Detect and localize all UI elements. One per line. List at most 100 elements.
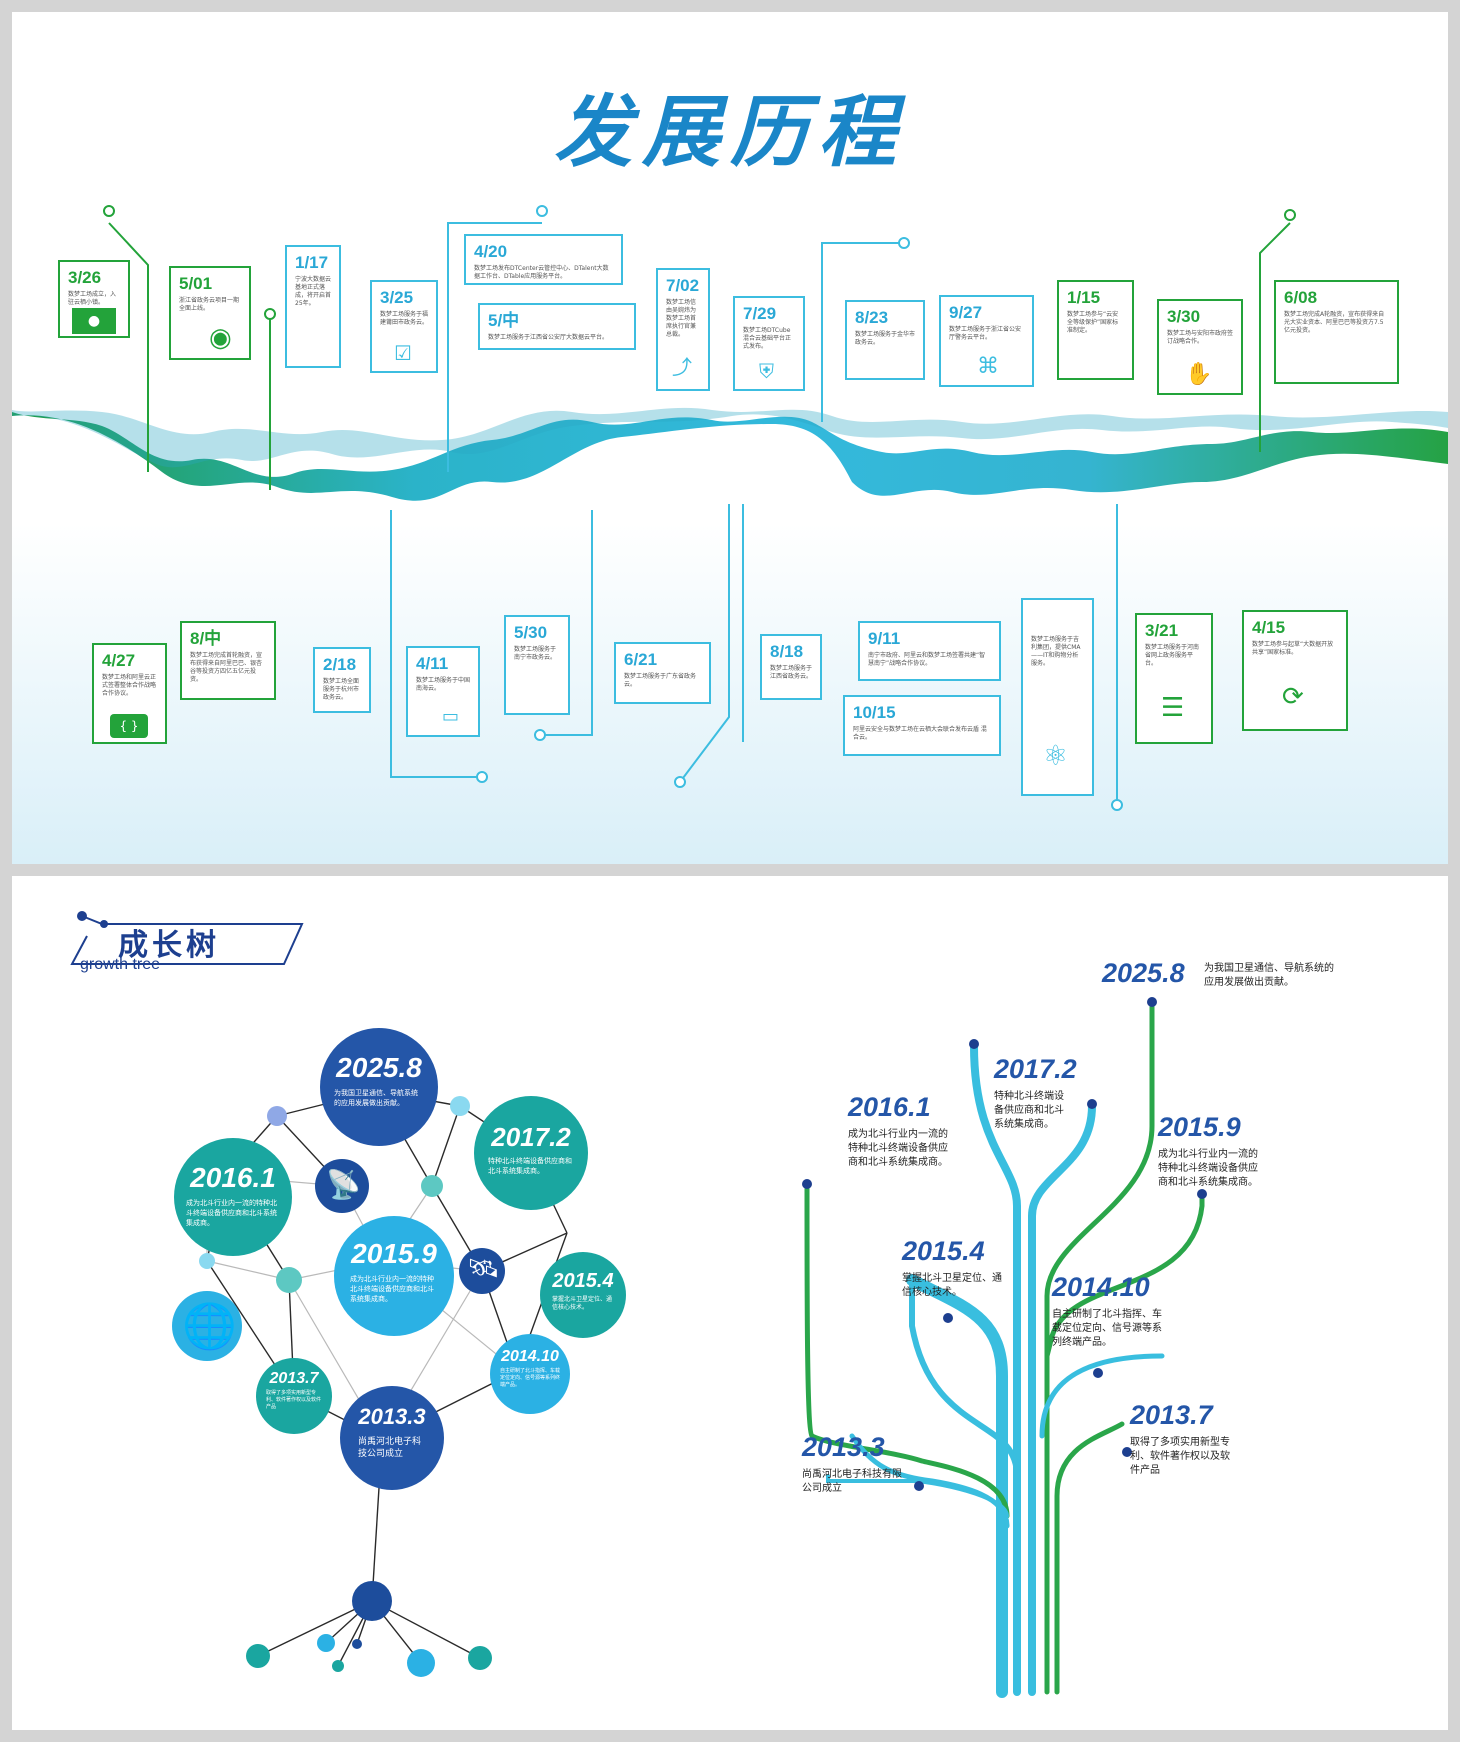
milestone-date: 10/15: [853, 703, 896, 722]
milestone-text: 宁波大数据云基地正式落成，将开启首25年。: [295, 276, 332, 307]
milestone-text: 数梦工场完成首轮融资，宣布获得来自阿里巴巴、银杏谷等投资方四亿五亿元投资。: [190, 652, 263, 683]
milestone-text: 数梦工场和阿里云正式签署整体合作战略合作协议。: [102, 674, 157, 697]
tree-text-2015-9: 成为北斗行业内一流的特种北斗终端设备供应商和北斗系统集成商。: [1158, 1149, 1258, 1188]
node-2017-2: 2017.2 特种北斗终端设备供应商和北斗系统集成商。: [474, 1096, 588, 1210]
milestone-date: 3/25: [380, 288, 414, 307]
node-2015-4: 2015.4 掌握北斗卫星定位、通信核心技术。: [540, 1252, 626, 1338]
milestone-card: 10/15 阿里云安全与数梦工场在云栖大会联合发布云盾 混合云。: [843, 695, 1001, 756]
node-2013-7: 2013.7 取得了多项实用新型专利、软件著作权以及软件产品: [256, 1358, 332, 1434]
milestone-text: 数梦工场服务于吉利集团，提供CMA——IT和购物分析服务。: [1031, 636, 1081, 667]
tree-year-2014-10: 2014.10: [1052, 1272, 1150, 1302]
tree-year-2017-2: 2017.2: [994, 1054, 1077, 1084]
tree-text-2016-1: 成为北斗行业内一流的特种北斗终端设备供应商和北斗系统集成商。: [848, 1129, 948, 1168]
tree-text-2025-8: 为我国卫星通信、导航系统的应用发展做出贡献。: [1204, 963, 1334, 988]
tree-text-2014-10: 自主研制了北斗指挥、车载定位定向、信号源等系列终端产品。: [1052, 1309, 1162, 1348]
milestone-text: 数梦工场服务于南宁市政务云。: [514, 646, 557, 661]
milestone-card: 7/29 数梦工场DTCube混合云基础平台正式发布。 ⛨: [733, 296, 805, 391]
tree-year-2013-7: 2013.7: [1130, 1400, 1213, 1430]
milestone-text: 数梦工场全面服务于杭州市政务云。: [323, 678, 360, 701]
growth-subtitle: growth tree: [80, 956, 161, 973]
growth-title: 成长树: [118, 928, 220, 963]
milestone-text: 数梦工场服务于河南省网上政务服务平台。: [1145, 644, 1200, 667]
target-icon: ◉: [209, 323, 232, 353]
milestone-card: 9/27 数梦工场服务于浙江省公安厅警务云平台。 ⌘: [939, 295, 1034, 387]
milestone-date: 1/15: [1067, 288, 1101, 307]
milestone-text: 阿里云安全与数梦工场在云栖大会联合发布云盾 混合云。: [853, 726, 987, 741]
milestone-card: 3/21 数梦工场服务于河南省网上政务服务平台。 ☰: [1135, 613, 1213, 744]
milestone-card: 6/21 数梦工场服务于广东省政务云。: [614, 642, 711, 704]
milestone-card: 4/11 数梦工场服务于中国南海云。 ▭: [406, 646, 480, 737]
satellite-dish-icon: 📡: [326, 1168, 361, 1201]
milestone-card: 1/15 数梦工场参与“云安全等级保护”国家标准制定。: [1057, 280, 1134, 380]
milestone-text: 南宁市政府、阿里云和数梦工场签署共建“智慧南宁”战略合作协议。: [868, 652, 986, 667]
milestone-text: 数梦工场参与起草“大数据开放共享”国家标准。: [1252, 641, 1334, 656]
folder-icon: ▭: [442, 706, 460, 727]
history-title: 发展历程: [553, 87, 906, 178]
tree-year-2013-3: 2013.3: [802, 1432, 885, 1462]
milestone-date: 9/11: [868, 629, 901, 648]
milestone-text: 数梦工场服务于金华市政务云。: [855, 331, 916, 346]
milestone-date: 2/18: [323, 655, 357, 674]
network-nodes-icon: ⌘: [977, 354, 999, 379]
milestone-date: 8/中: [190, 629, 222, 648]
milestone-text: 数梦工场服务于广东省政务云。: [624, 673, 697, 688]
milestone-card: 5/中 数梦工场服务于江西省公安厅大数据云平台。: [478, 303, 636, 350]
milestone-date: 3/21: [1145, 621, 1179, 640]
tree-text-2017-2: 特种北斗终端设备供应商和北斗系统集成商。: [994, 1091, 1064, 1130]
milestone-text: 数梦工场完成A轮融资，宣布获得来自光大实业资本、阿里巴巴等投资方7.5亿元投资。: [1284, 311, 1385, 334]
milestone-text: 数梦工场服务于江西省公安厅大数据云平台。: [488, 334, 609, 341]
milestone-card: 6/08 数梦工场完成A轮融资，宣布获得来自光大实业资本、阿里巴巴等投资方7.5…: [1274, 280, 1399, 384]
shield-pulse-icon: ⛨: [759, 359, 774, 383]
milestone-card: 3/25 数梦工场服务于福建莆田市政务云。 ☑: [370, 280, 438, 373]
milestone-card: 数梦工场服务于吉利集团，提供CMA——IT和购物分析服务。 ⚛: [1021, 598, 1094, 796]
milestone-card: 9/11 南宁市政府、阿里云和数梦工场签署共建“智慧南宁”战略合作协议。: [858, 621, 1001, 681]
tree-year-2015-4: 2015.4: [902, 1236, 985, 1266]
tree-text-2013-3: 尚禹河北电子科技有限公司成立: [802, 1469, 902, 1494]
milestone-date: 1/17: [295, 253, 329, 272]
milestone-text: 浙江省政务云项目一期全面上线。: [179, 297, 240, 312]
route-icon: ⤴: [672, 355, 692, 379]
tree-text-2015-4: 掌握北斗卫星定位、通信核心技术。: [902, 1273, 1002, 1298]
history-panel: 发展历程: [12, 12, 1448, 864]
tree-year-2025-8: 2025.8: [1102, 958, 1185, 988]
building-gate-icon: ●: [72, 308, 116, 334]
milestone-date: 6/21: [624, 650, 658, 669]
milestone-text: 数梦工场DTCube混合云基础平台正式发布。: [743, 327, 792, 350]
milestone-card: 8/18 数梦工场服务于江西省政务云。: [760, 634, 822, 700]
milestone-date: 7/02: [666, 276, 700, 295]
milestone-card: 3/26 数梦工场成立，入驻云栖小镇。 ●: [58, 260, 130, 338]
milestone-date: 4/15: [1252, 618, 1286, 637]
share-circle-icon: ⟳: [1282, 682, 1304, 712]
milestone-text: 数梦工场服务于江西省政务云。: [770, 665, 813, 680]
milestone-date: 8/18: [770, 642, 804, 661]
growth-panel: 成长树 growth tree: [12, 876, 1448, 1730]
milestone-text: 数梦工场成立，入驻云栖小镇。: [68, 291, 117, 306]
milestone-date: 7/29: [743, 304, 777, 323]
node-2013-3: 2013.3 尚禹河北电子科技公司成立: [340, 1386, 444, 1490]
milestone-card: 5/01 浙江省政务云项目一期全面上线。 ◉: [169, 266, 251, 360]
milestone-card: 2/18 数梦工场全面服务于杭州市政务云。: [313, 647, 371, 713]
milestone-text: 数梦工场信由吴婉炜为数梦工场首席执行官兼总裁。: [666, 299, 697, 338]
milestone-card: 8/中 数梦工场完成首轮融资，宣布获得来自阿里巴巴、银杏谷等投资方四亿五亿元投资…: [180, 621, 276, 700]
milestone-card: 3/30 数梦工场与安阳市政府签订战略合作。 ✋: [1157, 299, 1243, 395]
milestone-date: 6/08: [1284, 288, 1318, 307]
river-band: [12, 205, 1448, 811]
handshake-icon: ✋: [1185, 362, 1213, 387]
milestone-date: 5/中: [488, 311, 520, 330]
growth-tree-trunk: [802, 997, 1207, 1698]
milestone-text: 数梦工场发布DTCenter云管控中心、DTalent大数据工作台、DTable…: [474, 265, 609, 280]
satellite-icon: 🛰: [467, 1254, 501, 1284]
atom-icon: ⚛: [1043, 739, 1069, 772]
milestone-date: 5/30: [514, 623, 548, 642]
milestone-date: 9/27: [949, 303, 983, 322]
milestone-text: 数梦工场参与“云安全等级保护”国家标准制定。: [1067, 311, 1119, 334]
growth-header-frame: [70, 911, 304, 965]
milestone-card: 8/23 数梦工场服务于金华市政务云。: [845, 300, 925, 380]
milestone-date: 3/26: [68, 268, 102, 287]
globe-icon: 🌐: [182, 1301, 237, 1352]
milestone-date: 8/23: [855, 308, 889, 327]
code-brackets-icon: { }: [110, 714, 148, 738]
milestone-date: 4/11: [416, 654, 449, 673]
milestone-card: 4/20 数梦工场发布DTCenter云管控中心、DTalent大数据工作台、D…: [464, 234, 623, 285]
sliders-icon: ☰: [1161, 693, 1185, 723]
